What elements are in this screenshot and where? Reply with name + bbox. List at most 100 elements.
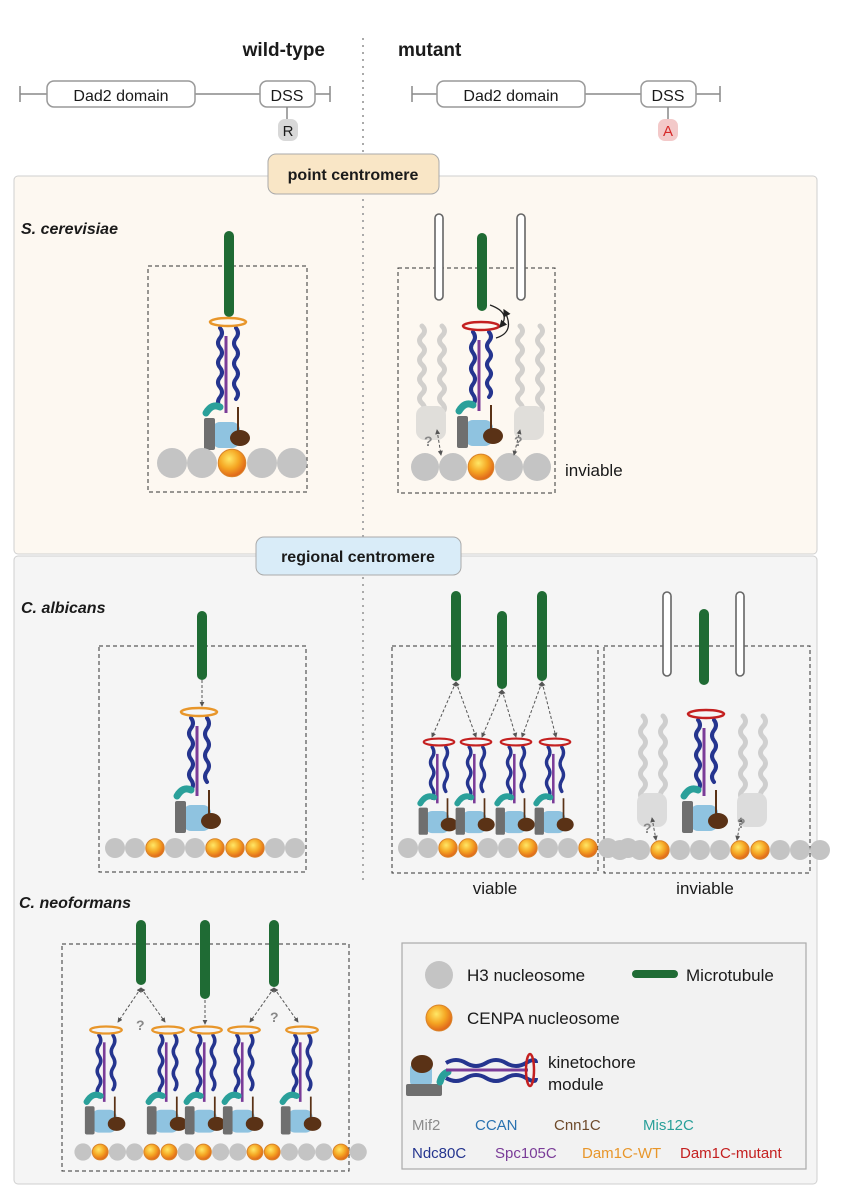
ghost-base [514,406,544,440]
svg-text:Dad2 domain: Dad2 domain [463,88,558,105]
h3-nucleosome [478,838,498,858]
attachment-arrow [140,987,166,1023]
cenpa-nucleosome [730,840,750,860]
dam1c-mutant-ring [499,737,533,747]
cenpa-nucleosome [143,1143,161,1161]
cenpa-nucleosome [205,838,225,858]
ndc80c-arm [187,716,195,792]
h3-nucleosome [177,1143,195,1161]
dam1c-mutant-ring [686,708,726,720]
cnn1c [517,817,535,832]
outcome-viable-albicans: viable [473,879,517,898]
legend-cenpa-label: CENPA nucleosome [467,1009,620,1028]
h3-nucleosome [523,453,551,481]
unknown-mark: ? [424,433,433,449]
ndc80c-arm [247,1033,255,1092]
ndc80c-arm [465,745,473,800]
h3-nucleosome [398,838,418,858]
mis12c [454,793,475,807]
cenpa-nucleosome [194,1143,212,1161]
dam1c-wt-ring [285,1025,319,1035]
ndc80c-arm [232,326,240,401]
unknown-mark: ? [514,433,523,449]
ndc80c-arm [216,326,224,409]
legend-cenpa-swatch [425,1004,453,1032]
legend-component-dam1c-wt: Dam1C-WT [582,1145,661,1162]
ndc80c-arm [485,330,493,399]
diagram-scene: ?????? [74,213,830,1161]
kinetochore-module [83,1025,126,1135]
cnn1c [483,428,503,444]
point-centromere-panel [13,175,818,555]
mif2 [146,1106,157,1135]
cenpa-nucleosome [217,448,247,478]
mif2 [418,807,428,835]
cenpa-nucleosome [518,838,538,858]
inactive-kinetochore [637,713,668,827]
cnn1c [303,1116,322,1131]
inactive-kinetochore [416,323,447,440]
dam1c-mutant-swatch [524,1052,536,1088]
cnn1c [107,1116,126,1131]
ghost-arm [638,713,648,803]
ndc80c-arm [428,745,436,800]
h3-nucleosome [187,448,217,478]
cenpa-nucleosome [225,838,245,858]
h3-nucleosome [538,838,558,858]
ndc80c-arm [469,330,477,407]
unattached-microtubule [735,591,745,677]
legend-component-mis12c: Mis12C [643,1117,694,1134]
h3-nucleosome [418,838,438,858]
frame-ca-wildtype [98,645,307,873]
h3-nucleosome [108,1143,126,1161]
dam1c-mutant-ring [461,320,501,332]
ghost-base [737,793,767,827]
cnn1c [440,817,458,832]
unknown-mark: ? [643,820,652,836]
cenpa-nucleosome [91,1143,109,1161]
mis12c [279,1091,300,1105]
h3-nucleosome [690,840,710,860]
h3-nucleosome [790,840,810,860]
h3-nucleosome [349,1143,367,1161]
cnn1c [230,430,250,446]
h3-nucleosome [277,448,307,478]
dam1c-mutant-ring [422,737,456,747]
ndc80c-arm [109,1033,117,1092]
cenpa-nucleosome [750,840,770,860]
legend-module-label-1: kinetochore [548,1053,636,1072]
cnn1c-swatch [411,1055,433,1073]
cnn1c [207,1116,226,1131]
mutant-label: mutant [398,40,462,61]
legend-component-dam1c-mutant: Dam1C-mutant [680,1145,783,1162]
h3-nucleosome [558,838,578,858]
ndc80c-arm [505,745,513,800]
h3-nucleosome [157,448,187,478]
cenpa-nucleosome [438,838,458,858]
mif2 [280,1106,291,1135]
kinetochore-module [173,706,221,833]
mis12c-swatch [436,1068,452,1086]
mutant-residue: A [663,123,673,140]
cenpa-nucleosome [332,1143,350,1161]
legend-h3-label: H3 nucleosome [467,966,585,985]
species-c-neoformans: C. neoformans [19,895,131,912]
h3-nucleosome [105,838,125,858]
ghost-arm [535,323,545,416]
svg-text:DSS: DSS [271,88,304,105]
unattached-microtubule [434,213,444,301]
mif2 [175,801,186,833]
cnn1c [169,1116,188,1131]
h3-nucleosome [212,1143,230,1161]
cenpa-nucleosome [245,838,265,858]
mif2 [495,807,505,835]
frame-ca-mutant-viable [391,645,599,874]
h3-nucleosome [439,453,467,481]
attachment-arrow [512,429,522,456]
ndc80c-arm [710,718,718,784]
h3-nucleosome [285,838,305,858]
ghost-arm [417,323,427,416]
legend-microtubule-label: Microtubule [686,966,774,985]
legend-box [401,942,807,1170]
